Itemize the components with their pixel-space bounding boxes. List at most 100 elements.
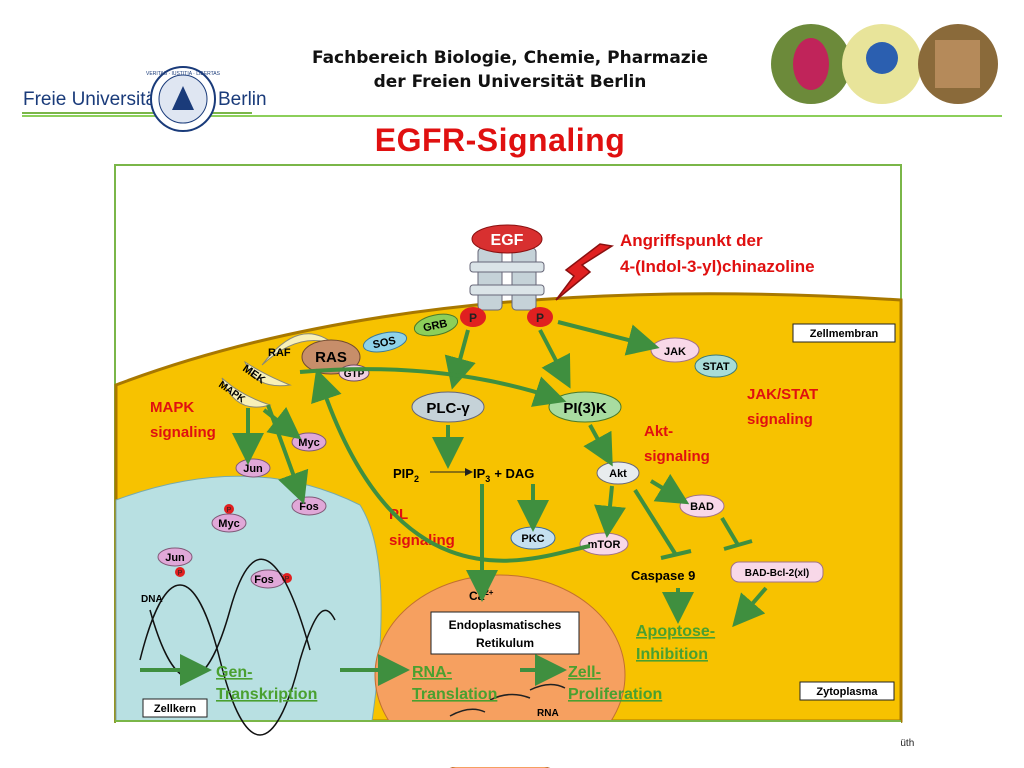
jak-stat-signaling-label-2: signaling — [747, 411, 813, 428]
bad-label: BAD — [690, 501, 714, 513]
arrow-akt-mtor — [594, 485, 626, 538]
bad-bcl-complex — [730, 561, 824, 583]
arrow-mapk-fos — [266, 404, 309, 505]
rna-translation-label-1: RNA- — [412, 664, 452, 681]
photo-lab-shelves — [935, 40, 980, 88]
phospho-left-label: P — [469, 311, 477, 325]
logo-underline — [22, 112, 252, 114]
photo-molecule-model — [866, 42, 898, 74]
cytoplasm-label-box — [799, 681, 895, 701]
nuclear-fos-label: Fos — [254, 574, 274, 586]
mapk-signaling-label-1: MAPK — [150, 399, 194, 416]
membrane-label: Zellmembran — [810, 328, 879, 340]
jun-label: Jun — [243, 463, 263, 475]
inhibit-akt-caspase — [633, 488, 678, 557]
target-line-1: Angriffspunkt der — [620, 231, 763, 250]
plc-gamma-label: PLC-γ — [426, 400, 470, 417]
er-label-line-1: Endoplasmatisches — [449, 618, 562, 632]
sos-label: SOS — [372, 335, 397, 352]
pi3k-protein — [548, 391, 622, 423]
arrow-akt-bad — [649, 473, 690, 505]
stat-label: STAT — [702, 361, 729, 373]
nuclear-myc-phospho-label: P — [227, 507, 232, 514]
egf-label: EGF — [491, 232, 524, 249]
arrow-receptor-jak — [557, 320, 660, 356]
inhibit-bad-badbcl — [720, 516, 740, 547]
department-line-1: Fachbereich Biologie, Chemie, Pharmazie — [311, 48, 709, 68]
rna-label: RNA — [537, 708, 559, 719]
pip2-label: PIP2 — [393, 466, 419, 484]
myc-label: Myc — [298, 437, 319, 449]
nuclear-fos-phospho-label: P — [285, 576, 290, 583]
university-name-right: Berlin — [218, 89, 267, 110]
nuclear-myc — [211, 513, 247, 533]
ip3-label: IP3+ DAG — [473, 466, 534, 484]
caspase-label: Caspase 9 — [631, 568, 695, 583]
akt-label: Akt — [609, 468, 627, 480]
er-clip — [116, 721, 901, 767]
nuclear-jun-phospho-label: P — [178, 570, 183, 577]
pkc-label: PKC — [521, 533, 544, 545]
membrane-label-box — [792, 323, 896, 343]
raf-label: RAF — [268, 347, 291, 359]
pi3k-label: PI(3)K — [563, 400, 607, 417]
phospho-right — [527, 307, 553, 327]
sos-protein — [362, 331, 408, 353]
mtor-label: mTOR — [588, 539, 621, 551]
apoptose-inhibition-label-1: Apoptose- — [636, 623, 715, 640]
nucleus-label-box — [142, 698, 208, 718]
arrow-mapk-myc — [262, 407, 302, 440]
header-photos — [771, 24, 998, 104]
page-title: EGFR-Signaling — [374, 122, 626, 158]
department-line-2: der Freien Universität Berlin — [373, 72, 647, 92]
diagram-frame-bottom — [115, 720, 901, 722]
egf-ligand — [471, 224, 543, 254]
jak-label: JAK — [664, 346, 686, 358]
er-label-line-2: Retikulum — [476, 636, 534, 650]
gtp-label: GTP — [344, 369, 365, 380]
er-label-box — [430, 611, 580, 655]
fos-label: Fos — [299, 501, 319, 513]
nuclear-jun — [157, 547, 193, 567]
photo-flower-bloom — [793, 38, 829, 90]
nucleus-label: Zellkern — [154, 703, 196, 715]
arrow-mtor-feedback — [311, 368, 591, 563]
rna-translation-label-2: Translation — [412, 686, 497, 703]
bad-bcl-label: BAD-Bcl-2(xl) — [745, 568, 809, 579]
akt-protein — [596, 461, 640, 485]
arrow-badbcl-apoptose — [732, 586, 768, 628]
akt-signaling-label-1: Akt- — [644, 423, 673, 440]
pl-signaling-label-1: PL — [389, 506, 408, 523]
gene-transcription-label-1: Gen- — [216, 664, 252, 681]
mek-shape — [244, 360, 292, 387]
inhibitor-lightning-icon — [555, 243, 615, 301]
apoptose-inhibition-label-2: Inhibition — [636, 646, 708, 663]
dna-label: DNA — [141, 594, 163, 605]
phospho-left — [460, 307, 486, 327]
department-heading: Fachbereich Biologie, Chemie, Pharmazie … — [290, 46, 730, 94]
target-line-2: 4-(Indol-3-yl)chinazoline — [620, 257, 815, 276]
university-seal: VERITAS · IUSTITIA · LIBERTAS — [146, 66, 221, 132]
cell-proliferation-label-2: Proliferation — [568, 686, 662, 703]
nuclear-jun-label: Jun — [165, 552, 185, 564]
bad-protein — [679, 494, 725, 518]
dna-strand-1 — [139, 584, 336, 736]
arrow-receptor-plc — [444, 329, 476, 390]
nuclear-myc-phospho — [224, 504, 234, 514]
cytoplasm-label: Zytoplasma — [816, 686, 878, 698]
stat-protein — [694, 354, 738, 378]
header-rule — [22, 115, 1002, 117]
grb-protein — [413, 313, 459, 337]
egfr-receptor — [469, 247, 545, 311]
cell-proliferation-label-1: Zell- — [568, 664, 601, 681]
nuclear-jun-phospho — [175, 567, 185, 577]
inhibit-akt-caspase-bar — [660, 549, 692, 560]
inhibit-bad-badbcl-bar — [723, 539, 753, 551]
ras-label: RAS — [315, 349, 347, 366]
seal-text: VERITAS · IUSTITIA · LIBERTAS — [146, 71, 221, 77]
grb-label: GRB — [422, 318, 448, 335]
mapk-signaling-label-2: signaling — [150, 424, 216, 441]
gene-transcription-label-2: Transkription — [216, 686, 317, 703]
arrow-receptor-pi3k — [538, 329, 571, 389]
